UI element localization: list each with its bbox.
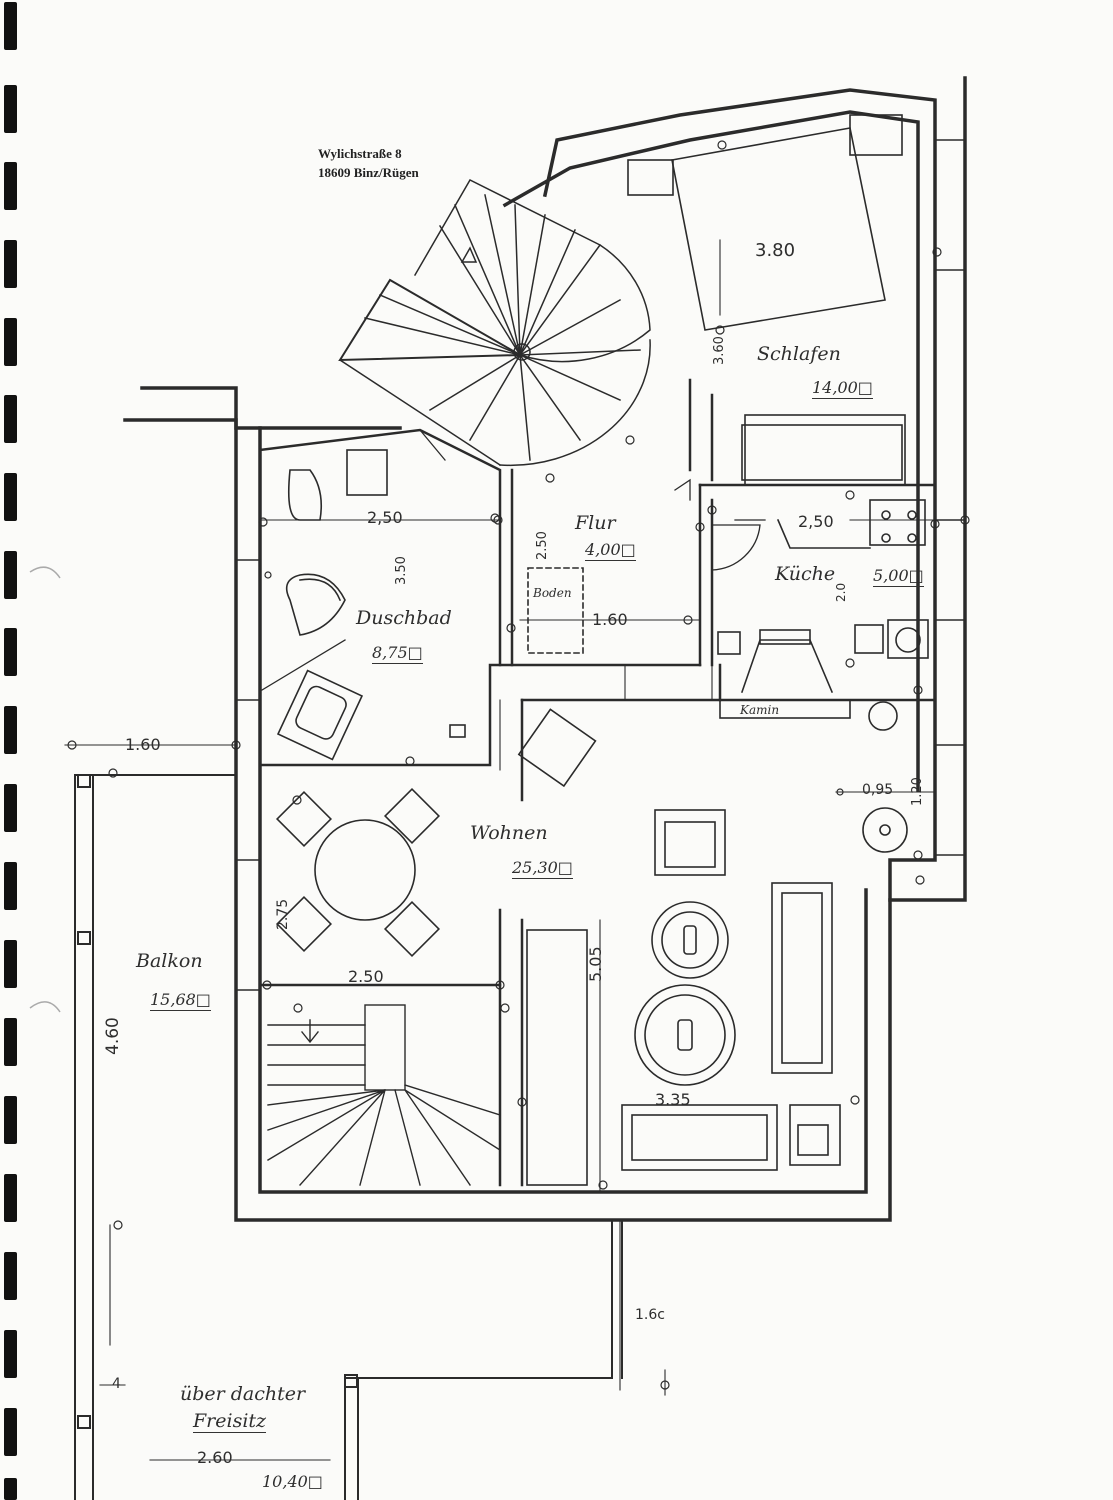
room-label-kueche: Küche bbox=[775, 563, 836, 585]
room-label-kamin: Kamin bbox=[740, 703, 780, 717]
dim-kueche-height: 2.0 bbox=[834, 582, 848, 602]
room-area-duschbad: 8,75□ bbox=[372, 643, 423, 664]
binding-holes bbox=[4, 2, 17, 1500]
dim-wohnen-width: 3.35 bbox=[655, 1090, 691, 1109]
address-city: 18609 Binz/Rügen bbox=[318, 165, 419, 180]
dim-schlafen-height: 3.60 bbox=[712, 336, 727, 365]
dim-flur-width: 1.60 bbox=[592, 610, 628, 629]
room-area-schlafen: 14,00□ bbox=[812, 378, 873, 399]
room-area-wohnen: 25,30□ bbox=[512, 858, 573, 879]
dim-dining-width: 2.50 bbox=[348, 967, 384, 986]
room-area-balkon: 15,68□ bbox=[150, 990, 211, 1011]
dim-balcony-top: 1.60 bbox=[125, 735, 161, 754]
dim-bad-height: 3.50 bbox=[394, 556, 409, 585]
dim-kueche-width: 2,50 bbox=[798, 512, 834, 531]
room-area-kueche: 5,00□ bbox=[873, 566, 924, 587]
room-label-duschbad: Duschbad bbox=[356, 607, 452, 629]
room-area-freisitz: 10,40□ bbox=[262, 1472, 323, 1491]
balcony-outline bbox=[74, 774, 623, 1500]
windows bbox=[235, 139, 966, 991]
room-label-balkon: Balkon bbox=[136, 950, 203, 972]
outer-walls bbox=[123, 76, 967, 1222]
dim-balkon-height: 4.60 bbox=[103, 1017, 123, 1055]
room-label-schlafen: Schlafen bbox=[757, 343, 841, 365]
dim-lower-offset: 1.6c bbox=[635, 1307, 665, 1323]
dim-wohnen-side: 2.75 bbox=[275, 898, 291, 930]
room-label-wohnen: Wohnen bbox=[470, 822, 548, 844]
dimension-lines bbox=[64, 239, 936, 1461]
room-label-flur: Flur bbox=[575, 512, 616, 534]
dim-fireplace-h: 1.20 bbox=[910, 777, 925, 806]
doors bbox=[261, 429, 766, 691]
lower-stair bbox=[267, 1004, 501, 1186]
interior-walls bbox=[258, 378, 937, 1187]
room-label-freisitz-2: Freisitz bbox=[193, 1410, 267, 1433]
room-area-flur: 4,00□ bbox=[585, 540, 636, 561]
furniture bbox=[275, 114, 929, 1186]
dim-fireplace-w: 0,95 bbox=[862, 782, 894, 798]
dimension-nodes bbox=[67, 140, 970, 1390]
dim-wohnen-height: 5.05 bbox=[586, 946, 605, 982]
dim-flur-height: 2.50 bbox=[535, 531, 550, 560]
address-street: Wylichstraße 8 bbox=[318, 146, 402, 161]
room-label-freisitz-1: über dachter bbox=[180, 1383, 306, 1405]
dim-freisitz-height: 4 bbox=[112, 1376, 121, 1392]
dim-schlafen-width: 3.80 bbox=[755, 240, 796, 261]
room-label-boden: Boden bbox=[533, 586, 572, 600]
dim-freisitz-width: 2.60 bbox=[197, 1448, 233, 1467]
dim-bad-width: 2,50 bbox=[367, 508, 403, 527]
spiral-stair bbox=[338, 179, 651, 467]
